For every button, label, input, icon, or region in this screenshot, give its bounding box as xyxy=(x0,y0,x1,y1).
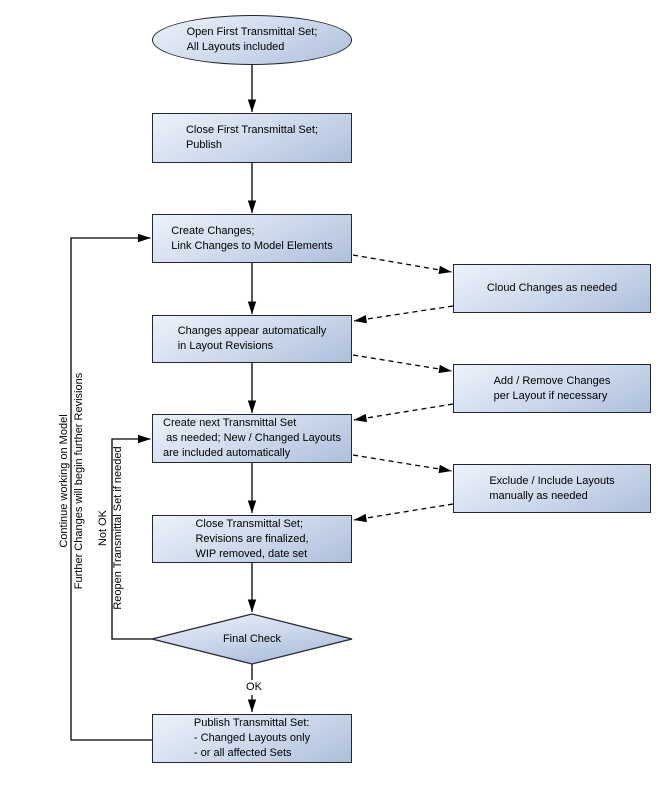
node-create-changes: Create Changes; Link Changes to Model El… xyxy=(152,214,352,263)
node-add-remove-label: Add / Remove Changes per Layout if neces… xyxy=(493,374,611,402)
node-create-changes-label: Create Changes; Link Changes to Model El… xyxy=(171,224,333,252)
node-start-open-first-transmittal: Open First Transmittal Set; All Layouts … xyxy=(152,15,352,65)
edge-not-ok-loop-to-create-next xyxy=(111,434,152,640)
node-cloud-changes: Cloud Changes as needed xyxy=(453,264,651,313)
node-create-next-label: Create next Transmittal Set as needed; N… xyxy=(163,417,341,459)
edge-label-not-ok: Not OK Reopen Transmittal Set if needed xyxy=(97,446,124,610)
edge-label-ok: OK xyxy=(238,680,270,695)
node-publish-transmittal: Publish Transmittal Set: - Changed Layou… xyxy=(152,714,352,763)
node-final-check: Final Check xyxy=(152,614,352,664)
edge-create-next-to-exclude-include xyxy=(352,454,452,474)
node-changes-appear: Changes appear automatically in Layout R… xyxy=(152,315,352,363)
edge-create-changes-to-cloud-changes xyxy=(352,254,452,275)
edge-exclude-include-to-close-set xyxy=(353,503,454,523)
node-publish-label: Publish Transmittal Set: - Changed Layou… xyxy=(193,717,311,759)
node-create-next-transmittal: Create next Transmittal Set as needed; N… xyxy=(152,414,352,463)
node-close-set-label: Close Transmittal Set; Revisions are fin… xyxy=(195,517,309,560)
edge-changes-appear-to-add-remove xyxy=(352,354,452,374)
edge-add-remove-to-create-next xyxy=(353,403,454,423)
edge-publish-loop-to-create-changes xyxy=(70,233,152,741)
node-exclude-include-label: Exclude / Include Layouts manually as ne… xyxy=(489,474,615,502)
edge-label-continue-working: Continue working on Model Further Change… xyxy=(58,372,85,590)
node-close-transmittal: Close Transmittal Set; Revisions are fin… xyxy=(152,515,352,563)
node-final-check-label: Final Check xyxy=(222,632,282,645)
node-close-first-transmittal: Close First Transmittal Set; Publish xyxy=(152,113,352,163)
decision-final-check-shape xyxy=(151,613,353,665)
node-exclude-include-layouts: Exclude / Include Layouts manually as ne… xyxy=(453,464,651,513)
edge-cloud-changes-to-changes-appear xyxy=(353,305,454,324)
node-close-first-label: Close First Transmittal Set; Publish xyxy=(185,124,319,151)
node-changes-appear-label: Changes appear automatically in Layout R… xyxy=(177,325,327,352)
node-start-label: Open First Transmittal Set; All Layouts … xyxy=(186,26,318,53)
node-add-remove-changes: Add / Remove Changes per Layout if neces… xyxy=(453,364,651,413)
node-cloud-changes-label: Cloud Changes as needed xyxy=(486,282,618,294)
